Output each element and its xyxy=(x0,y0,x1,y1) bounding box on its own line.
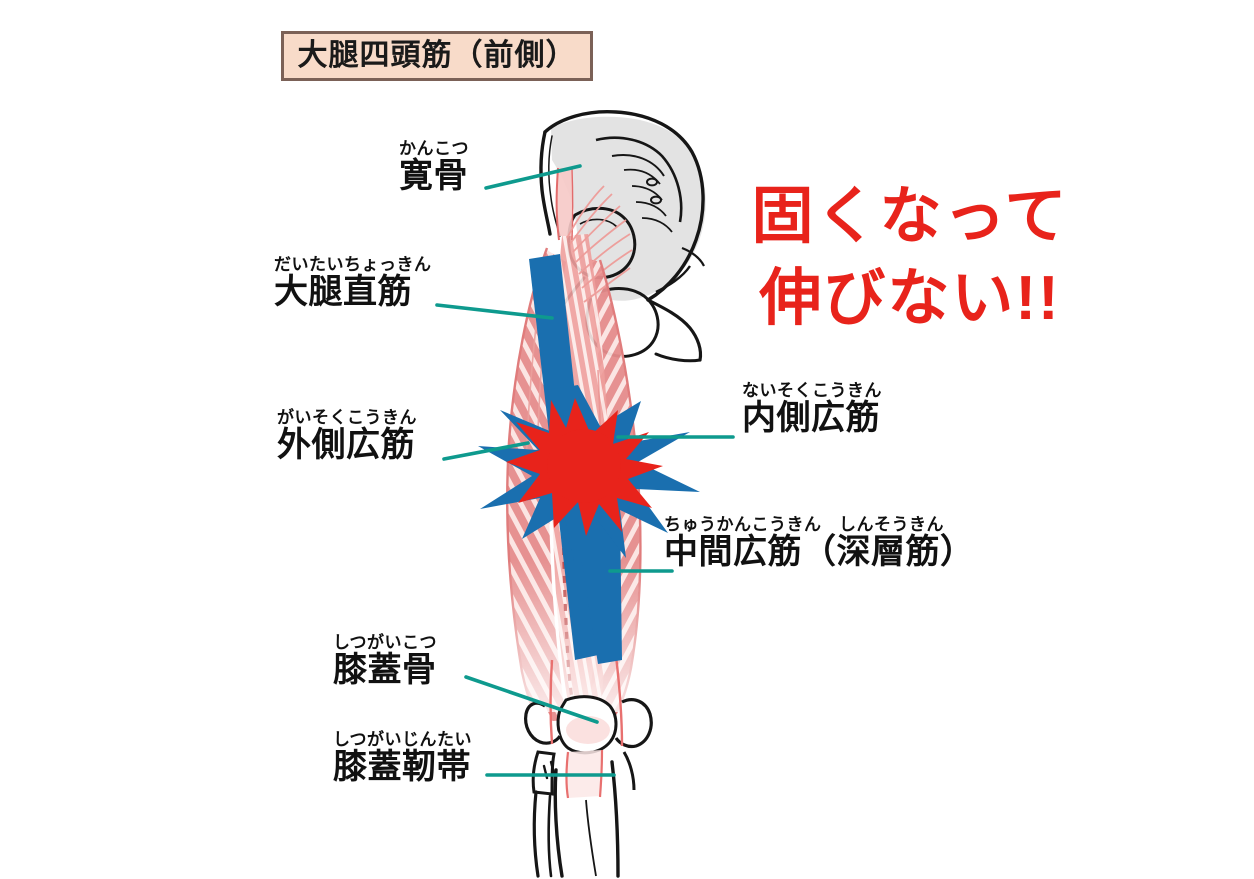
femur-muscle-group xyxy=(506,167,647,724)
label-hip-bone: かんこつ 寛骨 xyxy=(399,140,469,195)
label-vastus-intermedius-furigana: ちゅうかんこうきん しんそうきん xyxy=(664,515,944,534)
label-patella-furigana: しつがいこつ xyxy=(333,633,437,652)
label-vastus-lateralis-furigana: がいそくこうきん xyxy=(277,408,417,427)
label-patella-kanji: 膝蓋骨 xyxy=(333,650,437,689)
label-hip-bone-furigana: かんこつ xyxy=(399,139,469,158)
label-vastus-medialis-furigana: ないそくこうきん xyxy=(742,381,882,400)
label-vastus-lateralis-kanji: 外側広筋 xyxy=(277,425,415,464)
label-vastus-intermedius-kanji: 中間広筋（深層筋） xyxy=(664,532,975,571)
label-vastus-lateralis: がいそくこうきん 外側広筋 xyxy=(277,409,417,464)
label-rectus-femoris-kanji: 大腿直筋 xyxy=(274,272,412,311)
leader-line-vastus-lateralis xyxy=(442,441,530,461)
page-title: 大腿四頭筋（前側） xyxy=(297,39,577,72)
label-vastus-intermedius: ちゅうかんこうきん しんそうきん 中間広筋（深層筋） xyxy=(664,516,975,571)
leader-line-hip-bone xyxy=(484,164,582,190)
callout-line-2: 伸びない!! xyxy=(759,263,1061,333)
label-hip-bone-kanji: 寛骨 xyxy=(399,156,468,195)
leader-line-rectus-femoris xyxy=(435,303,554,320)
label-rectus-femoris-furigana: だいたいちょっきん xyxy=(274,255,432,274)
label-vastus-medialis-kanji: 内側広筋 xyxy=(742,398,880,437)
label-rectus-femoris: だいたいちょっきん 大腿直筋 xyxy=(274,256,432,311)
knee-bones xyxy=(524,655,653,878)
label-patella: しつがいこつ 膝蓋骨 xyxy=(333,634,437,689)
blue-compression-arrow-band xyxy=(529,254,622,664)
label-vastus-medialis: ないそくこうきん 内側広筋 xyxy=(742,382,882,437)
leader-lines xyxy=(435,164,735,777)
diagram-title-box: 大腿四頭筋（前側） xyxy=(281,31,593,81)
label-patellar-ligament-kanji: 膝蓋靭帯 xyxy=(333,747,471,786)
leader-line-patella xyxy=(464,675,599,724)
callout-line-1: 固くなって xyxy=(751,182,1069,251)
label-patellar-ligament: しつがいじんたい 膝蓋靭帯 xyxy=(333,731,472,786)
callout-stiff-text: 固くなって 伸びない!! xyxy=(730,176,1090,340)
pelvis-bone xyxy=(539,109,706,363)
red-pain-starburst xyxy=(506,398,663,536)
label-patellar-ligament-furigana: しつがいじんたい xyxy=(333,730,472,749)
